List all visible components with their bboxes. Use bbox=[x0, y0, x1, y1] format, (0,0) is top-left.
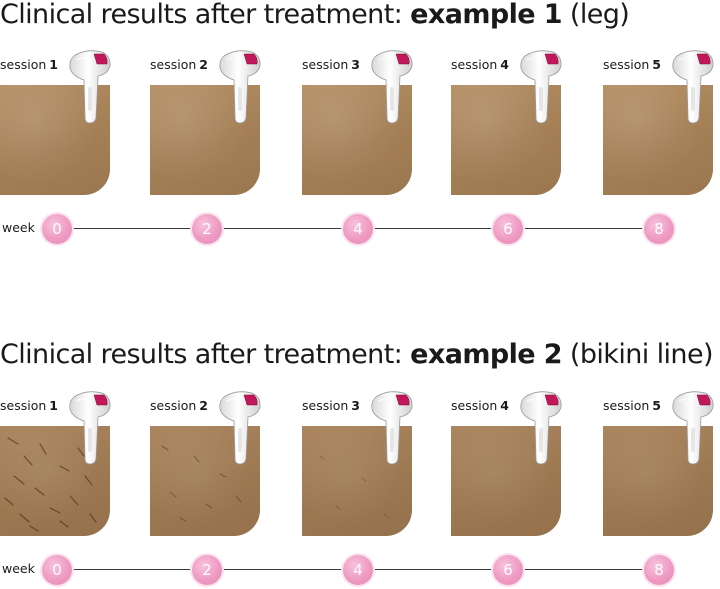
week-label: week bbox=[2, 220, 35, 235]
week-label: week bbox=[2, 561, 35, 576]
week-marker: 8 bbox=[644, 214, 674, 244]
week-marker: 6 bbox=[493, 555, 523, 585]
week-marker: 2 bbox=[192, 555, 222, 585]
epilator-device-icon bbox=[366, 48, 416, 124]
epilator-device-icon bbox=[667, 389, 717, 465]
epilator-device-icon bbox=[366, 389, 416, 465]
week-marker: 4 bbox=[343, 555, 373, 585]
week-marker: 0 bbox=[42, 555, 72, 585]
week-marker: 0 bbox=[42, 214, 72, 244]
epilator-device-icon bbox=[214, 48, 264, 124]
week-marker: 4 bbox=[343, 214, 373, 244]
example-1-title: Clinical results after treatment: exampl… bbox=[0, 0, 630, 30]
epilator-device-icon bbox=[214, 389, 264, 465]
example-1-timeline: week 0 2 4 6 8 bbox=[0, 212, 720, 246]
epilator-device-icon bbox=[667, 48, 717, 124]
epilator-device-icon bbox=[64, 48, 114, 124]
week-marker: 2 bbox=[192, 214, 222, 244]
hair-texture bbox=[319, 455, 389, 518]
week-marker: 8 bbox=[644, 555, 674, 585]
hair-texture bbox=[161, 445, 242, 522]
week-marker: 6 bbox=[493, 214, 523, 244]
epilator-device-icon bbox=[515, 389, 565, 465]
example-2-timeline: week 0 2 4 6 8 bbox=[0, 553, 720, 587]
epilator-device-icon bbox=[515, 48, 565, 124]
example-2-title: Clinical results after treatment: exampl… bbox=[0, 339, 713, 370]
epilator-device-icon bbox=[64, 389, 114, 465]
hair-texture bbox=[4, 437, 97, 532]
